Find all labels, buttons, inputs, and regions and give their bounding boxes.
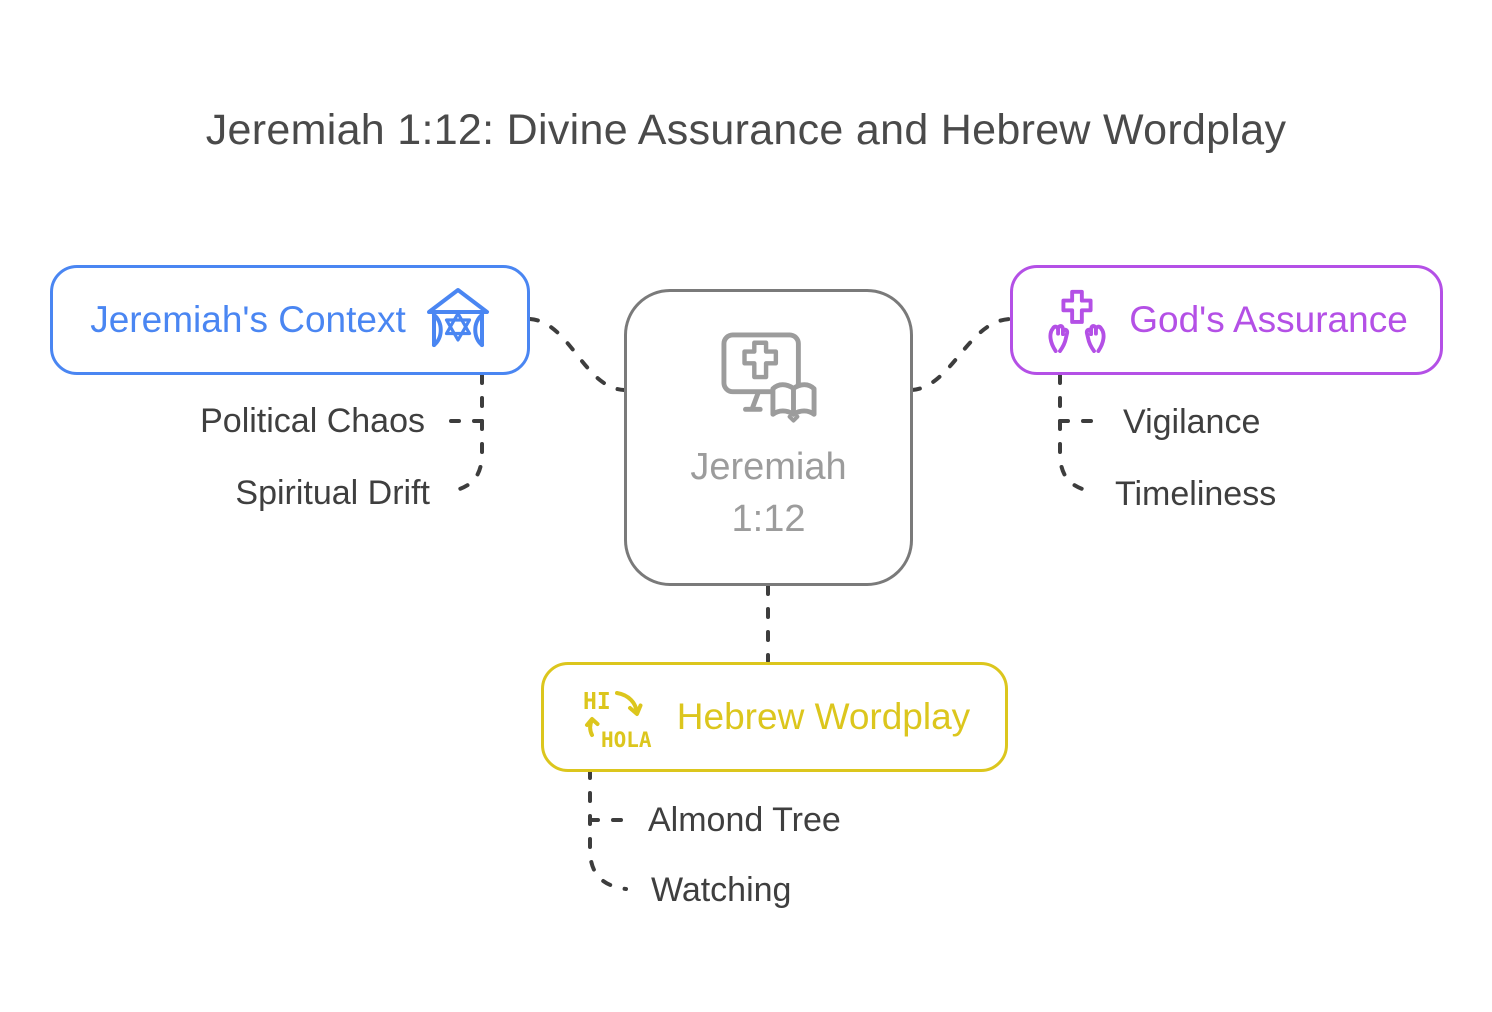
sublabel-vigilance: Vigilance [1123, 403, 1261, 441]
translation-icon-word-top: HI [583, 689, 611, 715]
node-gods-assurance-label: God's Assurance [1129, 299, 1408, 340]
sublabel-spiritual-drift: Spiritual Drift [235, 474, 430, 512]
diagram-title: Jeremiah 1:12: Divine Assurance and Hebr… [205, 106, 1287, 154]
node-jeremiahs-context: Jeremiah's Context [50, 265, 530, 375]
node-hebrew-wordplay-label: Hebrew Wordplay [676, 696, 971, 737]
connector-assurance-children [1058, 373, 1098, 494]
node-jeremiah-1-12: Jeremiah 1:12 [624, 289, 913, 586]
node-hebrew-wordplay: HI HOLA Hebrew Wordplay [541, 662, 1008, 772]
node-jeremiahs-context-label: Jeremiah's Context [90, 299, 406, 340]
connector-wordplay-children [588, 768, 628, 891]
translation-icon: HI HOLA [583, 689, 652, 751]
hands-holding-cross-icon [1048, 289, 1106, 353]
sublabel-watching: Watching [651, 871, 792, 909]
sublabel-almond-tree: Almond Tree [648, 801, 841, 839]
center-node-label-line1: Jeremiah [690, 446, 847, 489]
bible-monitor-icon [720, 332, 817, 423]
sublabel-political-chaos: Political Chaos [200, 402, 425, 440]
center-node-label-line2: 1:12 [731, 497, 806, 540]
tent-star-of-david-icon [426, 288, 489, 347]
center-node-label: Jeremiah 1:12 [690, 442, 846, 545]
sublabel-timeliness: Timeliness [1115, 475, 1277, 513]
connector-center-to-assurance [910, 317, 1012, 392]
connector-context-children [444, 373, 484, 494]
translation-icon-word-bottom: HOLA [601, 728, 652, 751]
connector-context-to-center [528, 317, 626, 392]
node-gods-assurance: God's Assurance [1010, 265, 1443, 375]
